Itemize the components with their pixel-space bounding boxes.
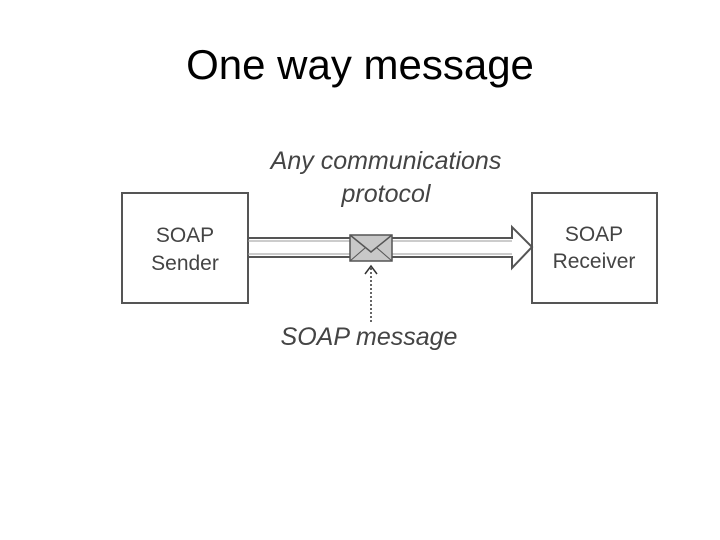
sender-box: SOAP Sender — [121, 192, 249, 304]
slide-title: One way message — [186, 41, 534, 88]
message-pointer-arrow — [364, 264, 378, 322]
receiver-label-line2: Receiver — [553, 250, 636, 273]
sender-label-line1: SOAP — [156, 224, 214, 247]
protocol-label-line2: protocol — [341, 180, 432, 208]
envelope-icon — [349, 234, 393, 262]
receiver-box: SOAP Receiver — [531, 192, 658, 304]
protocol-label-line1: Any communications — [269, 147, 502, 175]
message-label: SOAP message — [281, 323, 458, 351]
sender-label-line2: Sender — [151, 252, 219, 275]
receiver-label-line1: SOAP — [565, 223, 623, 246]
